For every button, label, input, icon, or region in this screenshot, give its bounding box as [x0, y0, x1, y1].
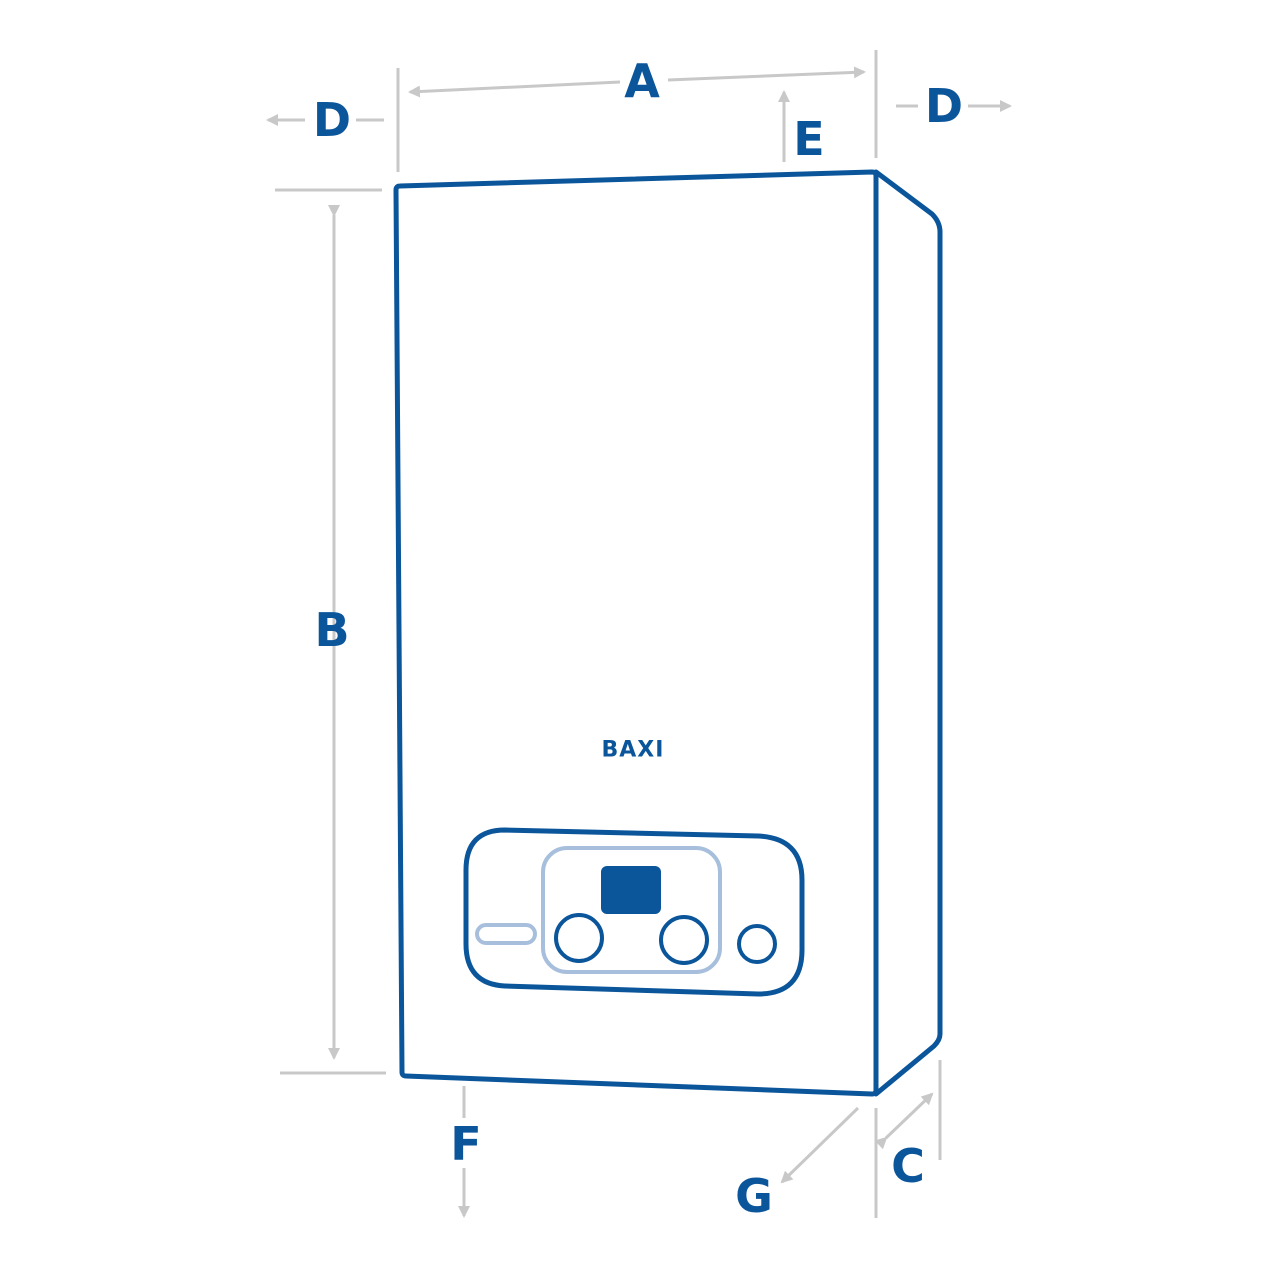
dimension-arrows [266, 66, 1012, 1218]
boiler-side-panel [873, 169, 943, 1097]
boiler-unit: BAXI [393, 169, 943, 1097]
label-width: A [624, 54, 660, 108]
label-side-clearance-right: D [925, 79, 963, 133]
control-knob-left [554, 913, 604, 963]
power-button [737, 924, 777, 964]
control-knob-right [659, 915, 709, 965]
label-depth: C [891, 1139, 925, 1193]
front-clearance-arrow [780, 1106, 860, 1184]
label-height: B [314, 603, 349, 657]
control-panel-inner-frame [541, 846, 722, 974]
display-screen [601, 866, 661, 914]
control-panel [463, 827, 805, 997]
pressure-gauge-slot [475, 923, 537, 945]
width-arrow-right [667, 66, 866, 82]
label-side-clearance-left: D [313, 93, 351, 147]
label-bottom-clearance: F [450, 1117, 481, 1171]
label-front-clearance: G [735, 1169, 773, 1223]
label-top-clearance: E [793, 112, 824, 166]
brand-logo: BAXI [602, 738, 665, 763]
depth-arrow [874, 1092, 934, 1150]
width-arrow-left [408, 80, 621, 98]
dimension-labels: A B C D D E F G [313, 54, 963, 1223]
